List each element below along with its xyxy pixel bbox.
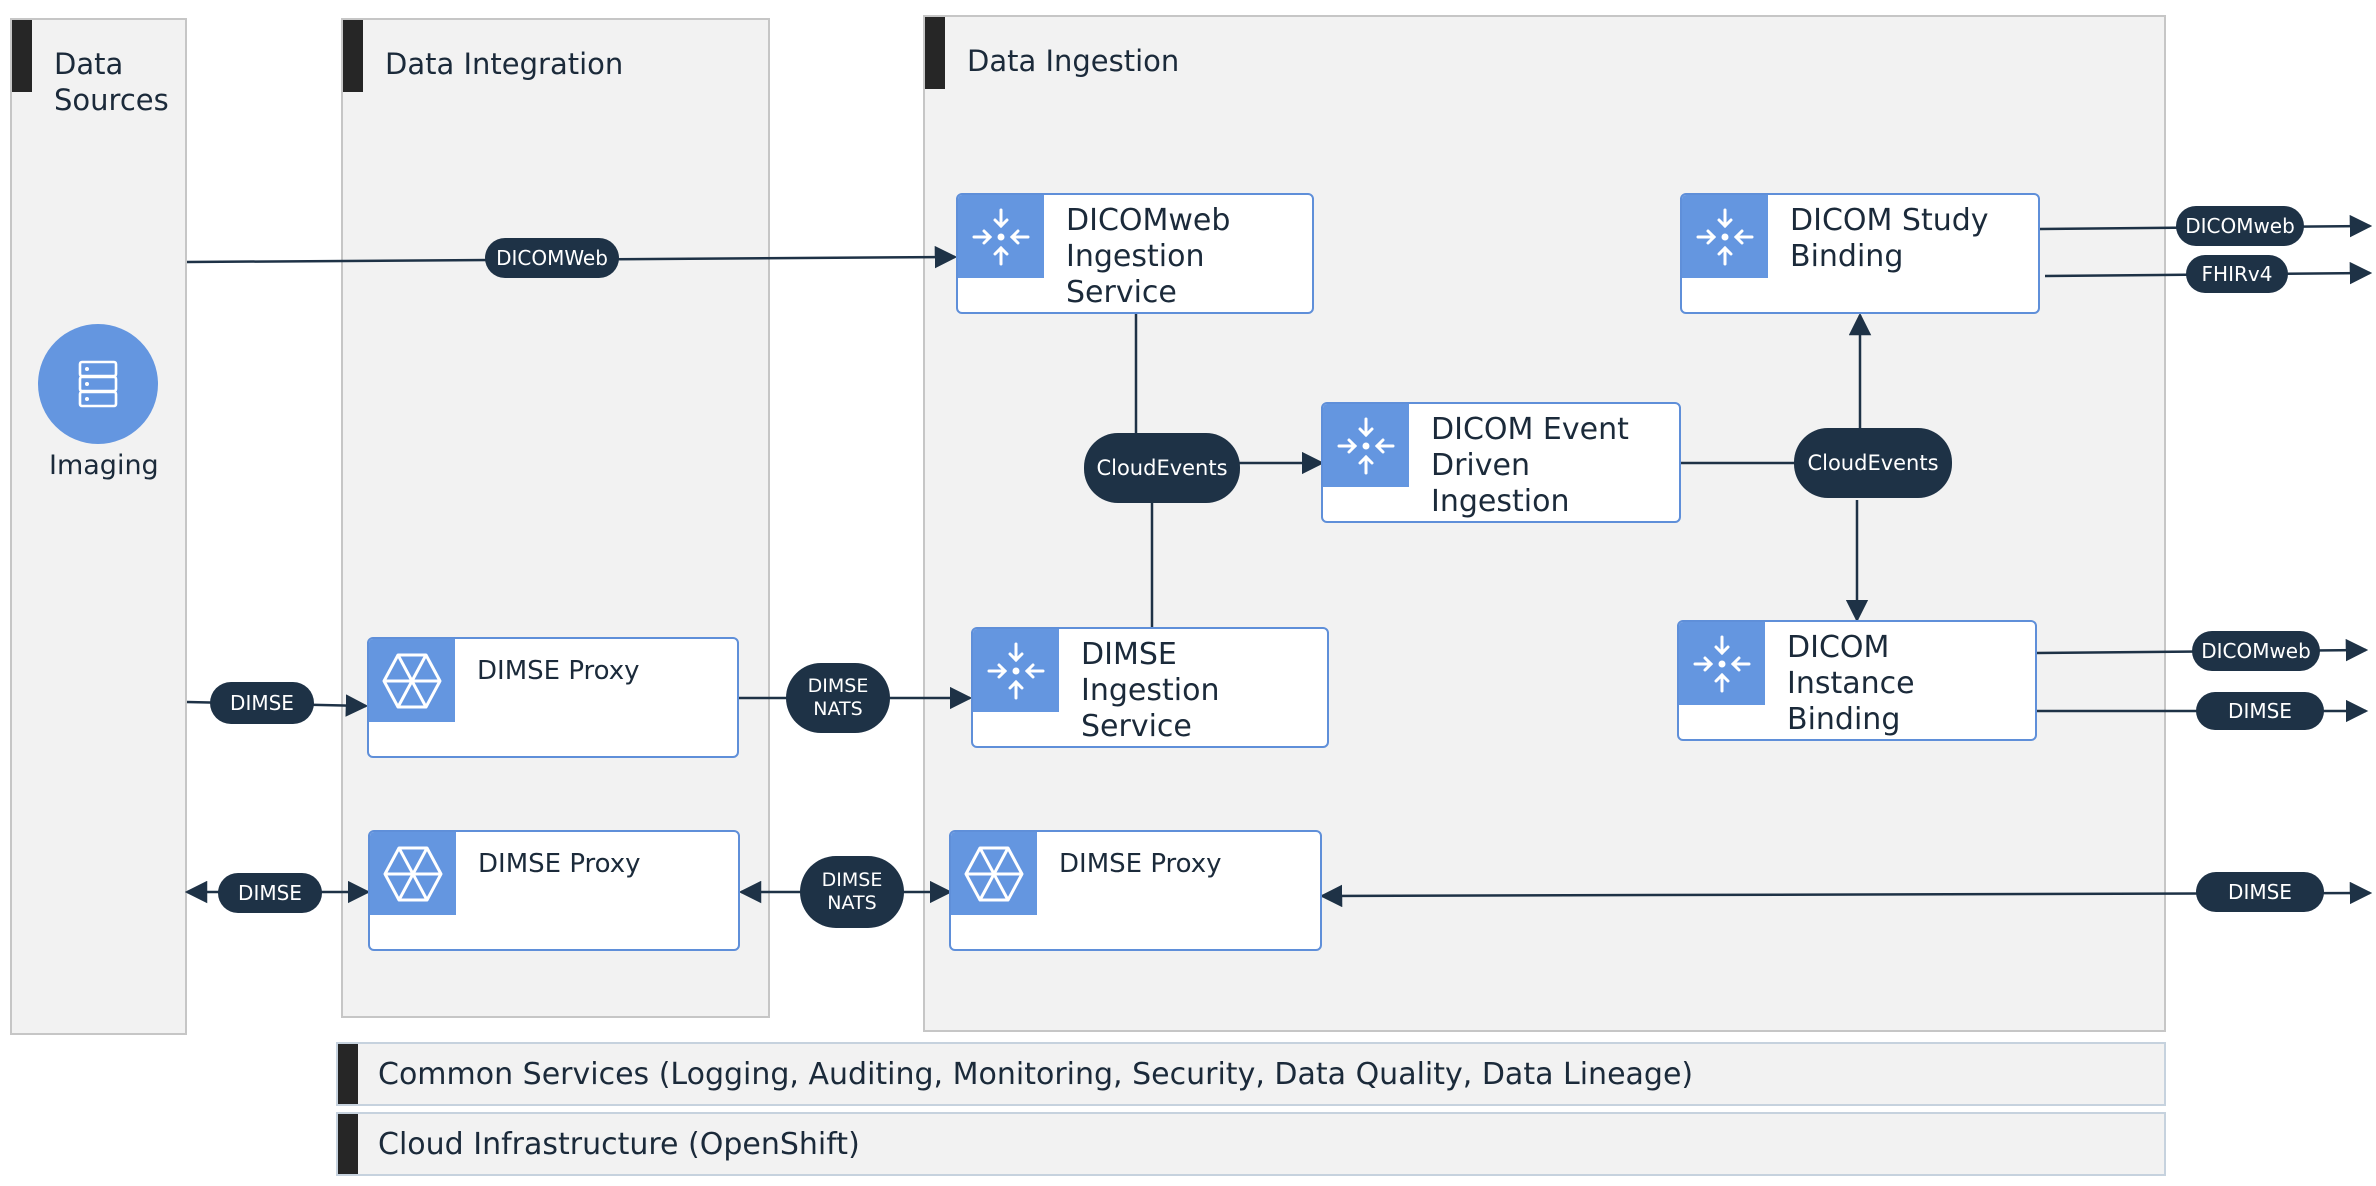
data-sources-panel: Data Sources: [10, 18, 187, 1035]
out-study-dicomweb-pill: DICOMweb: [2176, 206, 2304, 246]
data-sources-title: Data Sources: [54, 47, 169, 117]
bar-accent: [338, 1044, 358, 1104]
node-label: DICOM Study Binding: [1790, 203, 1989, 274]
network-hub-icon: [1682, 195, 1768, 278]
node-label: DICOM Event Driven Ingestion: [1431, 412, 1629, 519]
dimse-proxy-1[interactable]: DIMSE Proxy: [367, 637, 739, 758]
network-hub-icon: [958, 195, 1044, 278]
dimse-nats-pill-2: DIMSE NATS: [800, 856, 904, 928]
panel-accent-bar: [343, 20, 363, 92]
dimse-bidir-pill: DIMSE: [218, 873, 322, 913]
network-hub-icon: [1679, 622, 1765, 705]
dimse-proxy-3[interactable]: DIMSE Proxy: [949, 830, 1322, 951]
data-integration-title: Data Integration: [385, 47, 624, 81]
cloudevents-left-pill: CloudEvents: [1084, 433, 1240, 503]
node-label: DICOM Instance Binding: [1787, 630, 1915, 737]
dimse-nats-pill-1: DIMSE NATS: [786, 663, 890, 733]
cloudevents-right-pill: CloudEvents: [1794, 428, 1952, 498]
out-proxy-dimse-pill: DIMSE: [2196, 872, 2324, 912]
node-label: DIMSE Proxy: [477, 656, 640, 686]
out-study-fhir-pill: FHIRv4: [2186, 255, 2288, 293]
dimse-in-pill: DIMSE: [210, 682, 314, 724]
dimse-proxy-2[interactable]: DIMSE Proxy: [368, 830, 740, 951]
out-instance-dicomweb-pill: DICOMweb: [2192, 631, 2320, 671]
dicomweb-ingestion-service[interactable]: DICOMweb Ingestion Service: [956, 193, 1314, 314]
dicom-study-binding[interactable]: DICOM Study Binding: [1680, 193, 2040, 314]
cloud-infrastructure-label: Cloud Infrastructure (OpenShift): [378, 1126, 860, 1162]
dicomweb-in-pill: DICOMWeb: [485, 238, 619, 278]
common-services-label: Common Services (Logging, Auditing, Moni…: [378, 1056, 1694, 1092]
hexagon-icon: [370, 832, 456, 915]
wire-proxy3-out: [1319, 881, 2373, 908]
panel-accent-bar: [925, 17, 945, 89]
dicom-event-driven-ingestion[interactable]: DICOM Event Driven Ingestion: [1321, 402, 1681, 523]
cloud-infrastructure-bar: Cloud Infrastructure (OpenShift): [336, 1112, 2166, 1176]
node-label: DIMSE Ingestion Service: [1081, 637, 1220, 744]
data-ingestion-title: Data Ingestion: [967, 44, 1180, 78]
node-label: DICOMweb Ingestion Service: [1066, 203, 1231, 310]
node-label: DIMSE Proxy: [478, 849, 641, 879]
dicom-instance-binding[interactable]: DICOM Instance Binding: [1677, 620, 2037, 741]
network-hub-icon: [973, 629, 1059, 712]
hexagon-icon: [951, 832, 1037, 915]
network-hub-icon: [1323, 404, 1409, 487]
hexagon-icon: [369, 639, 455, 722]
node-label: DIMSE Proxy: [1059, 849, 1222, 879]
out-instance-dimse-pill: DIMSE: [2196, 692, 2324, 730]
panel-accent-bar: [12, 20, 32, 92]
imaging-source[interactable]: [38, 324, 158, 444]
common-services-bar: Common Services (Logging, Auditing, Moni…: [336, 1042, 2166, 1106]
dimse-ingestion-service[interactable]: DIMSE Ingestion Service: [971, 627, 1329, 748]
bar-accent: [338, 1114, 358, 1174]
imaging-label: Imaging: [49, 450, 159, 481]
server-icon: [78, 360, 118, 408]
